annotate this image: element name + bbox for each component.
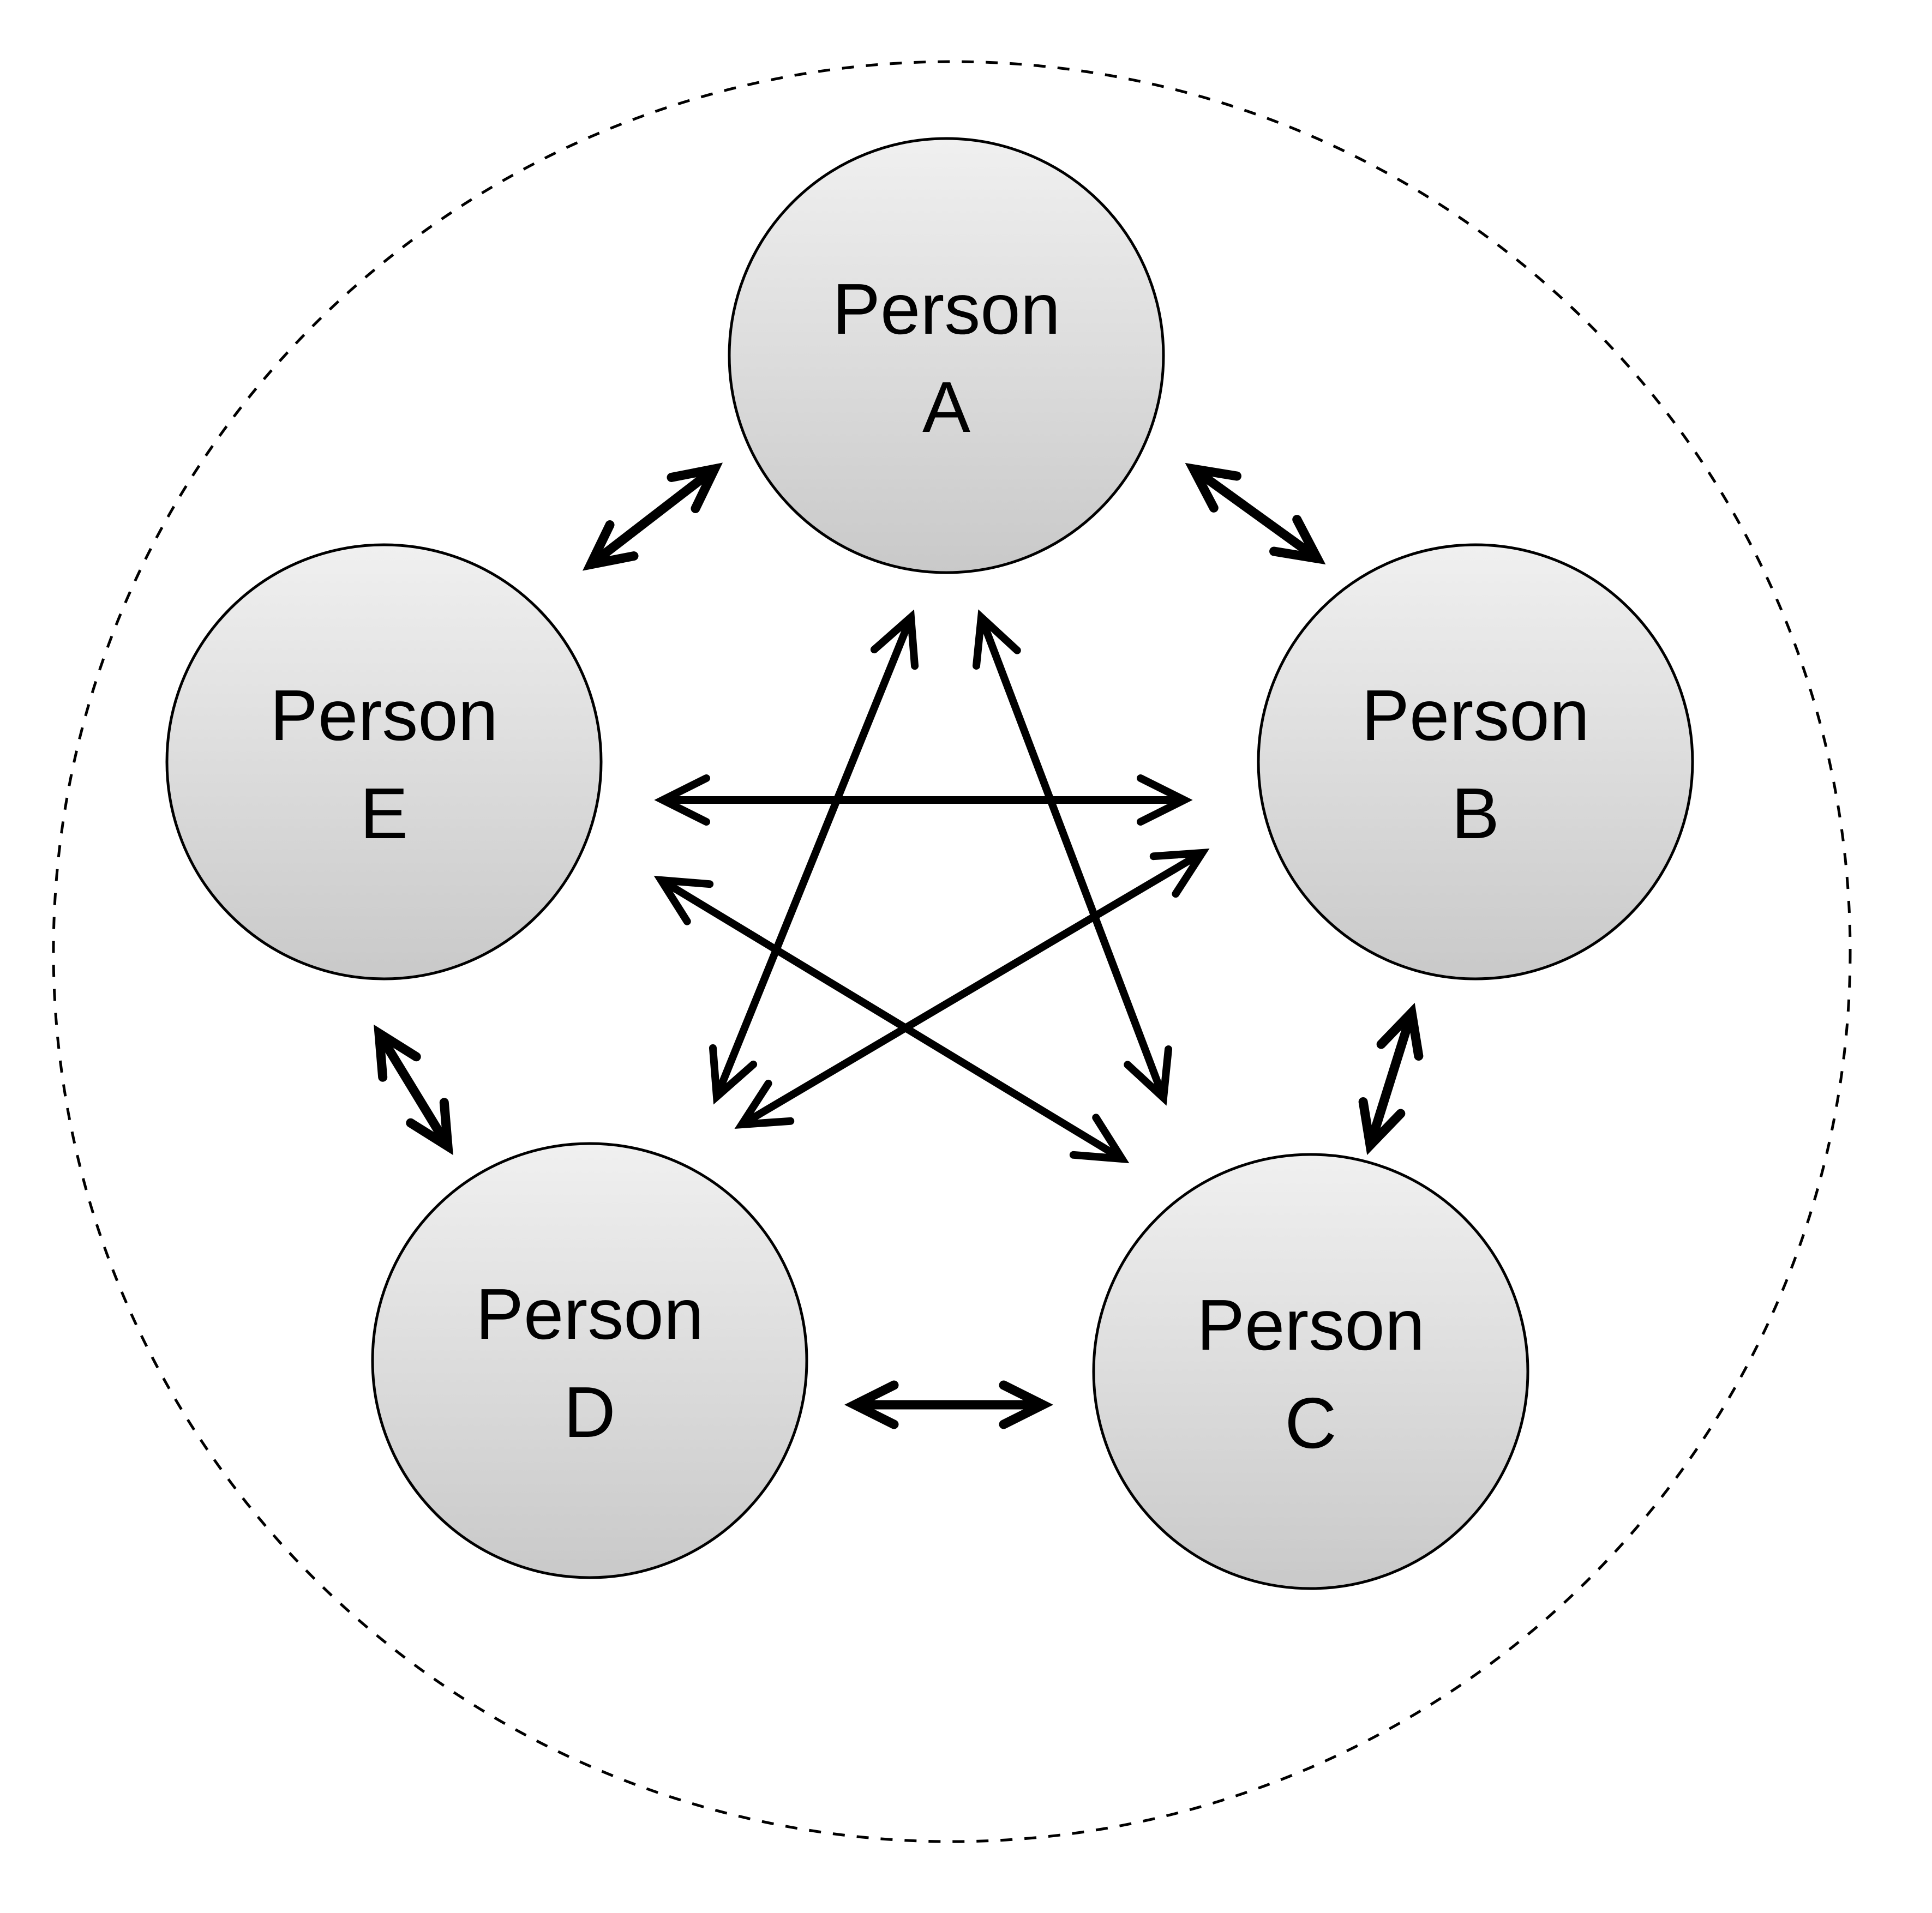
edge-e-b (654, 774, 1193, 826)
arrowhead-icon (1269, 515, 1326, 565)
arrowhead-icon (1137, 774, 1193, 826)
arrowhead-icon (1376, 1002, 1424, 1061)
edge-e-a (582, 462, 723, 571)
arrowhead-icon (999, 1380, 1054, 1429)
arrowhead-icon (1149, 849, 1210, 898)
arrowhead-icon (374, 1024, 421, 1082)
node-label-line1: Person (1197, 1285, 1425, 1365)
node-label-line1: Person (832, 269, 1060, 349)
arrowhead-icon (844, 1380, 899, 1429)
node-person-e[interactable]: Person E (165, 543, 603, 980)
arrow-shaft (379, 1036, 448, 1144)
edge-e-c (653, 875, 1130, 1164)
arrow-shaft (980, 619, 1165, 1096)
node-circle[interactable] (728, 137, 1165, 574)
node-label-line2: E (360, 773, 408, 853)
node-person-a[interactable]: Person A (728, 137, 1165, 574)
arrowhead-icon (1185, 462, 1241, 513)
node-person-b[interactable]: Person B (1257, 543, 1694, 980)
edge-a-d (709, 609, 919, 1105)
node-label-line2: A (922, 367, 970, 447)
arrowhead-icon (1358, 1097, 1406, 1156)
arrow-shaft (592, 469, 713, 564)
edge-a-b (1185, 462, 1326, 565)
node-label-line2: D (563, 1372, 615, 1452)
arrow-shaft (663, 880, 1120, 1159)
edge-c-d (844, 1380, 1054, 1429)
arrow-shaft (743, 852, 1201, 1125)
edge-d-e (374, 1024, 453, 1156)
node-label-line2: B (1451, 773, 1499, 853)
node-person-c[interactable]: Person C (1092, 1153, 1529, 1590)
node-person-d[interactable]: Person D (371, 1142, 808, 1579)
node-circle[interactable] (1092, 1153, 1529, 1590)
edge-a-c (972, 609, 1173, 1106)
arrow-shaft (1368, 1016, 1414, 1142)
arrow-shaft (715, 619, 913, 1094)
edges (374, 462, 1424, 1429)
arrowhead-icon (972, 609, 1021, 670)
arrowhead-icon (582, 520, 639, 571)
edge-d-b (734, 849, 1210, 1129)
edge-b-c (1358, 1002, 1424, 1156)
arrowhead-icon (406, 1098, 453, 1156)
node-circle[interactable] (165, 543, 603, 980)
arrowhead-icon (734, 1079, 795, 1129)
arrowhead-icon (653, 875, 714, 925)
group-boundary (52, 60, 1852, 1843)
node-circle[interactable] (1257, 543, 1694, 980)
arrow-shaft (1195, 469, 1316, 558)
arrowhead-icon (709, 1044, 758, 1105)
arrowhead-icon (1124, 1045, 1173, 1106)
node-label-line1: Person (270, 675, 498, 755)
arrowhead-icon (870, 609, 919, 670)
node-circle[interactable] (371, 1142, 808, 1579)
arrowhead-icon (667, 462, 723, 513)
node-label-line1: Person (476, 1274, 704, 1354)
arrowhead-icon (1069, 1114, 1130, 1164)
arrowhead-icon (654, 774, 710, 826)
node-label-line2: C (1285, 1383, 1336, 1463)
node-label-line1: Person (1361, 675, 1589, 755)
